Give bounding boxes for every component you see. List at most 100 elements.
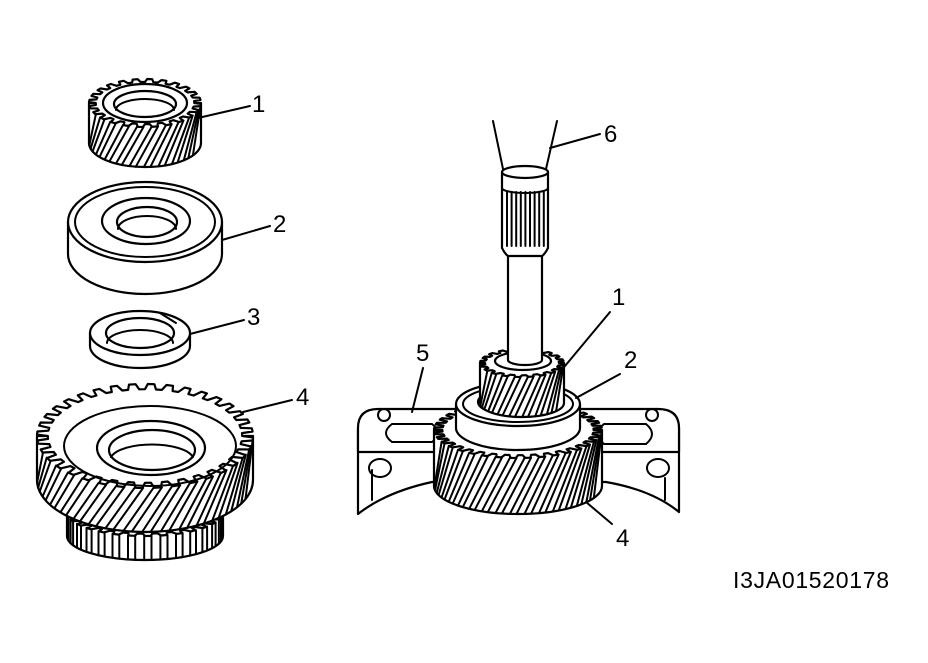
gear-tooth-edge [142, 124, 167, 168]
gear-tooth-edge [483, 373, 498, 411]
gear-tooth-edge [98, 122, 117, 158]
thrust-ring [88, 309, 192, 370]
gear-tooth-edge [149, 484, 182, 533]
leader-line [189, 319, 245, 335]
gear-tooth-edge [592, 431, 603, 500]
gear-tooth-edge [211, 465, 234, 522]
gear-tooth-edge [65, 479, 91, 517]
gear-tooth-edge [487, 374, 504, 413]
gear-tooth-edge [550, 366, 563, 414]
callout-small-gear: 1 [612, 284, 625, 311]
gear-tooth-edge [244, 440, 254, 501]
gear-tooth-edge [89, 116, 102, 150]
figure-id: I3JA01520178 [733, 567, 890, 593]
leader-line [221, 225, 271, 241]
gear-tooth-edge [159, 482, 191, 533]
gear-tooth-edge [94, 120, 112, 156]
stand-bolt [646, 458, 670, 478]
gear-tooth-edge [230, 453, 247, 513]
gear-tooth-edge [149, 123, 173, 168]
gear-tooth-edge [41, 464, 57, 498]
gear-tooth-edge [191, 105, 202, 157]
leader-line [575, 373, 621, 399]
stand-bolt [645, 408, 659, 422]
leader-line [559, 311, 611, 373]
callout-tool: 6 [604, 121, 617, 148]
gear-tooth-edge [168, 480, 199, 532]
gear-tooth-edge [115, 125, 138, 165]
leader-line [585, 501, 613, 525]
gear-tooth-edge [521, 374, 542, 418]
shaft-splines [506, 191, 545, 247]
gear-tooth-edge [122, 486, 155, 532]
gear-tooth-edge [36, 451, 44, 484]
gear-tooth-edge [491, 375, 509, 414]
gear-tooth-edge [91, 118, 106, 153]
gear-tooth-edge [187, 108, 200, 160]
gear-tooth-edge [508, 375, 529, 418]
gear-tooth-edge [544, 450, 572, 514]
gear-tooth-edge [500, 456, 533, 515]
gear-tooth-edge [523, 454, 554, 515]
gear-tooth-edge [163, 119, 185, 167]
small-helical-gear-hub [101, 82, 189, 124]
gear-tooth-edge [494, 456, 526, 514]
gear-tooth-edge [530, 453, 560, 515]
gear-tooth-edge [178, 477, 208, 531]
gear-tooth-edge [585, 436, 600, 504]
gear-tooth-edge [217, 461, 239, 520]
gear-tooth-edge [481, 371, 493, 409]
gear-tooth-edge [202, 469, 228, 525]
gear-tooth-edge [171, 116, 190, 165]
installer-tool [492, 120, 558, 170]
callout-bearing: 2 [624, 347, 637, 374]
gear-tooth-edge [440, 448, 460, 499]
gear-tooth-edge [545, 368, 561, 416]
gear-tooth-edge [224, 457, 244, 516]
gear-tooth-edge [437, 446, 454, 497]
gear-tooth-edge [555, 364, 565, 413]
gear-tooth-edge [120, 126, 145, 166]
gear-tooth-edge [433, 440, 443, 490]
gear-tooth-edge [468, 456, 497, 510]
leader-line [197, 105, 251, 119]
gear-tooth-edge [103, 124, 124, 161]
gear-tooth-edge [134, 125, 160, 168]
gear-tooth-edge [534, 372, 553, 418]
gear-tooth-edge [486, 457, 518, 514]
callout-bearing: 2 [273, 211, 286, 238]
gear-tooth-edge [451, 453, 476, 505]
gear-tooth-edge [157, 121, 180, 168]
exploded-view: 1 2 3 4 [35, 77, 309, 562]
gear-tooth-edge [186, 475, 214, 529]
gear-tooth-edge [49, 471, 69, 506]
gear-tooth-edge [128, 125, 153, 168]
callout-ring: 3 [247, 304, 260, 331]
gear-tooth-edge [104, 486, 136, 530]
gear-tooth-edge [457, 454, 483, 507]
gear-tooth-edge [580, 439, 598, 506]
right-callouts: 6 1 2 5 4 [411, 121, 637, 552]
stand-bolt [368, 458, 392, 478]
gear-tooth-edge [447, 451, 471, 503]
gear-tooth-edge [443, 450, 464, 501]
gear-tooth-edge [176, 114, 194, 164]
press-assembly-view: 6 1 2 5 4 [356, 120, 681, 552]
gear-tooth-edge [112, 487, 145, 531]
stand-bolt [377, 408, 391, 422]
leader-line [549, 133, 601, 149]
leader-line [411, 367, 424, 413]
gear-tooth-edge [575, 441, 595, 507]
gear-tooth-edge [240, 444, 252, 505]
gear-tooth-edge [496, 375, 516, 416]
gear-tooth-edge [527, 373, 547, 418]
gear-tooth-edge [38, 460, 52, 493]
gear-tooth-edge [515, 455, 547, 515]
gear-tooth-edge [501, 376, 522, 417]
gear-tooth-edge [182, 111, 198, 162]
gear-tooth-edge [37, 456, 48, 489]
shaft [500, 164, 550, 367]
callout-stand: 5 [416, 340, 429, 367]
gear-tooth-edge [461, 455, 489, 509]
